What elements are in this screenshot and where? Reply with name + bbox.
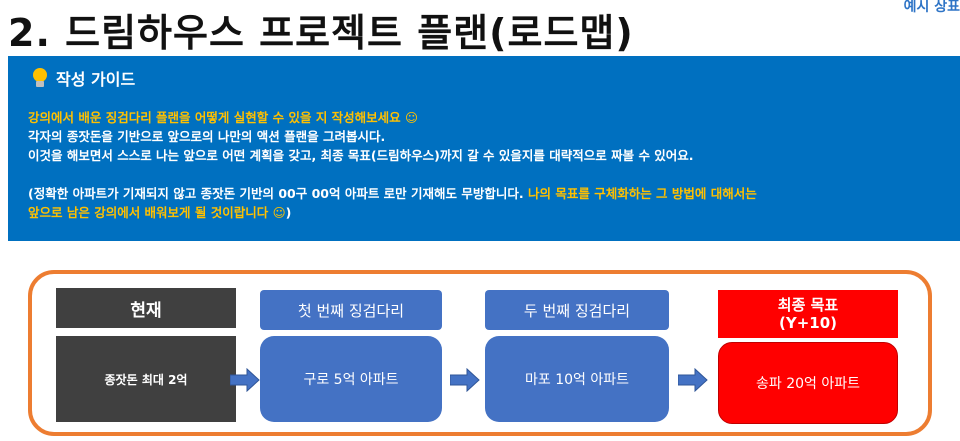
step1-label: 첫 번째 징검다리 [260, 290, 442, 330]
step1-card: 구로 5억 아파트 [260, 336, 442, 422]
guide-box: 작성 가이드 강의에서 배운 징검다리 플랜을 어떻게 실현할 수 있을 지 작… [8, 56, 960, 241]
guide-line-5: 앞으로 남은 강의에서 배워보게 될 것이랍니다 ☺) [28, 203, 940, 222]
guide-line-5-white: ) [285, 205, 292, 220]
final-card: 송파 20억 아파트 [718, 342, 898, 424]
guide-line-4-white: (정확한 아파트가 기재되지 않고 종잣돈 기반의 00구 00억 아파트 로만… [28, 186, 528, 201]
step2-label: 두 번째 징검다리 [485, 290, 669, 330]
guide-line-5-yellow: 앞으로 남은 강의에서 배워보게 될 것이랍니다 ☺ [28, 205, 286, 220]
current-card: 종잣돈 최대 2억 [56, 336, 236, 422]
guide-header: 작성 가이드 [32, 66, 940, 90]
arrow-right-icon [230, 368, 260, 392]
final-label-title: 최종 목표 [777, 296, 839, 314]
lightbulb-icon [32, 68, 48, 88]
final-label: 최종 목표 (Y+10) [718, 290, 898, 338]
roadmap-frame: 현재 첫 번째 징검다리 두 번째 징검다리 최종 목표 (Y+10) 종잣돈 … [28, 270, 932, 436]
guide-line-1: 강의에서 배운 징검다리 플랜을 어떻게 실현할 수 있을 지 작성해보세요 ☺ [28, 110, 419, 125]
guide-line-2: 각자의 종잣돈을 기반으로 앞으로의 나만의 액션 플랜을 그려봅시다. [28, 129, 386, 144]
corner-label: 예시 상표 [903, 0, 960, 15]
guide-line-4-yellow: 나의 목표를 구체화하는 그 방법에 대해서는 [527, 186, 757, 201]
arrow-right-icon [678, 368, 708, 392]
page-title: 2. 드림하우스 프로젝트 플랜(로드맵) [8, 11, 634, 55]
step2-card: 마포 10억 아파트 [485, 336, 669, 422]
guide-line-4: (정확한 아파트가 기재되지 않고 종잣돈 기반의 00구 00억 아파트 로만… [28, 184, 940, 203]
current-label: 현재 [56, 288, 236, 328]
arrow-right-icon [450, 368, 480, 392]
guide-line-3: 이것을 해보면서 스스로 나는 앞으로 어떤 계획을 갖고, 최종 목표(드림하… [28, 148, 694, 163]
guide-gap [28, 165, 940, 184]
final-label-sub: (Y+10) [778, 314, 837, 332]
guide-heading: 작성 가이드 [56, 70, 136, 89]
